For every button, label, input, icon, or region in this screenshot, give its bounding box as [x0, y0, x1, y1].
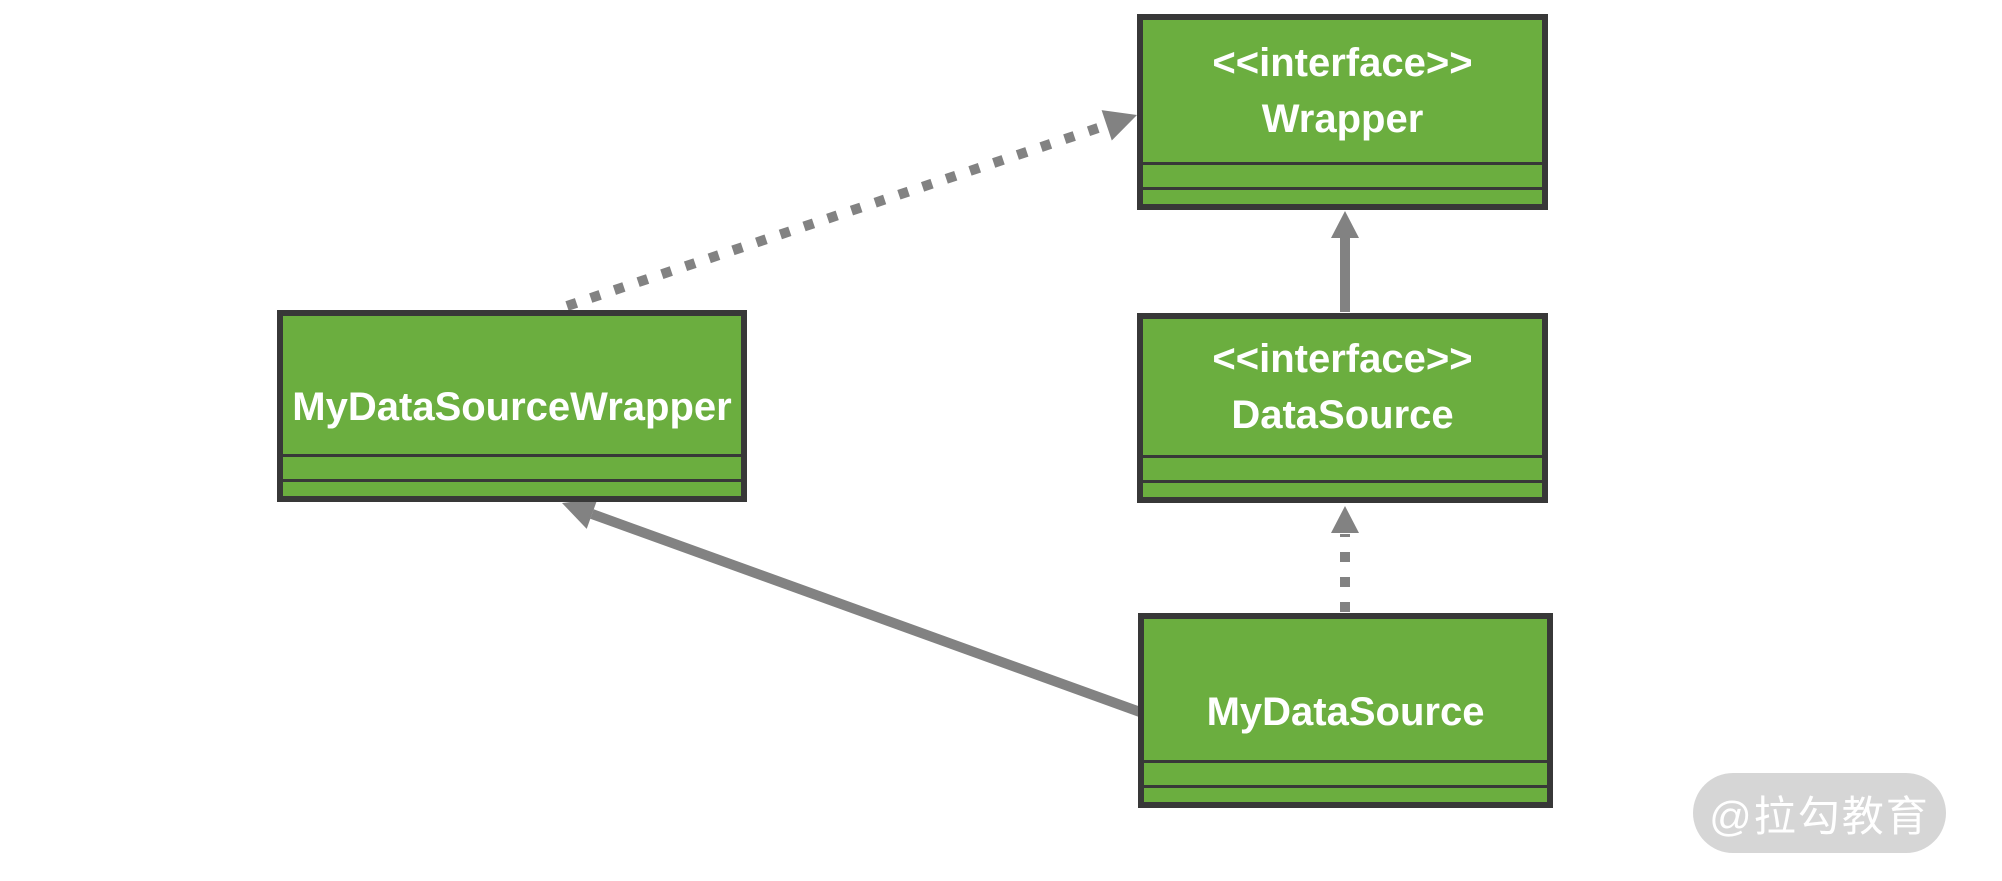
class-title-compartment: <<interface>> Wrapper	[1143, 20, 1542, 162]
class-box-mydatasource: MyDataSource	[1138, 613, 1553, 808]
class-name-label: Wrapper	[1261, 97, 1424, 141]
class-box-wrapper: <<interface>> Wrapper	[1137, 14, 1548, 210]
methods-compartment	[1143, 187, 1542, 204]
methods-compartment	[1144, 785, 1547, 802]
watermark-badge: @拉勾教育	[1693, 773, 1946, 853]
class-name-label: MyDataSource	[1206, 689, 1485, 734]
class-name-label: MyDataSourceWrapper	[292, 385, 732, 429]
fields-compartment	[1143, 455, 1542, 480]
class-box-datasource: <<interface>> DataSource	[1137, 313, 1548, 503]
stereotype-label: <<interface>>	[1212, 41, 1473, 85]
arrow-datasource-to-wrapper	[1331, 211, 1359, 312]
arrow-mydatasourcewrapper-to-wrapper	[565, 110, 1137, 311]
fields-compartment	[283, 454, 741, 479]
arrow-mydatasource-to-mydatasourcewrapper	[562, 498, 1142, 717]
fields-compartment	[1143, 162, 1542, 187]
class-title-compartment: MyDataSourceWrapper	[283, 316, 741, 454]
arrow-mydatasource-to-datasource	[1331, 506, 1359, 612]
class-title-compartment: <<interface>> DataSource	[1143, 319, 1542, 455]
class-title-compartment: MyDataSource	[1144, 619, 1547, 760]
stereotype-label: <<interface>>	[1212, 337, 1473, 381]
watermark-text: @拉勾教育	[1709, 792, 1930, 840]
fields-compartment	[1144, 760, 1547, 785]
methods-compartment	[283, 479, 741, 496]
class-box-mydatasourcewrapper: MyDataSourceWrapper	[277, 310, 747, 502]
class-name-label: DataSource	[1231, 393, 1454, 437]
methods-compartment	[1143, 480, 1542, 497]
